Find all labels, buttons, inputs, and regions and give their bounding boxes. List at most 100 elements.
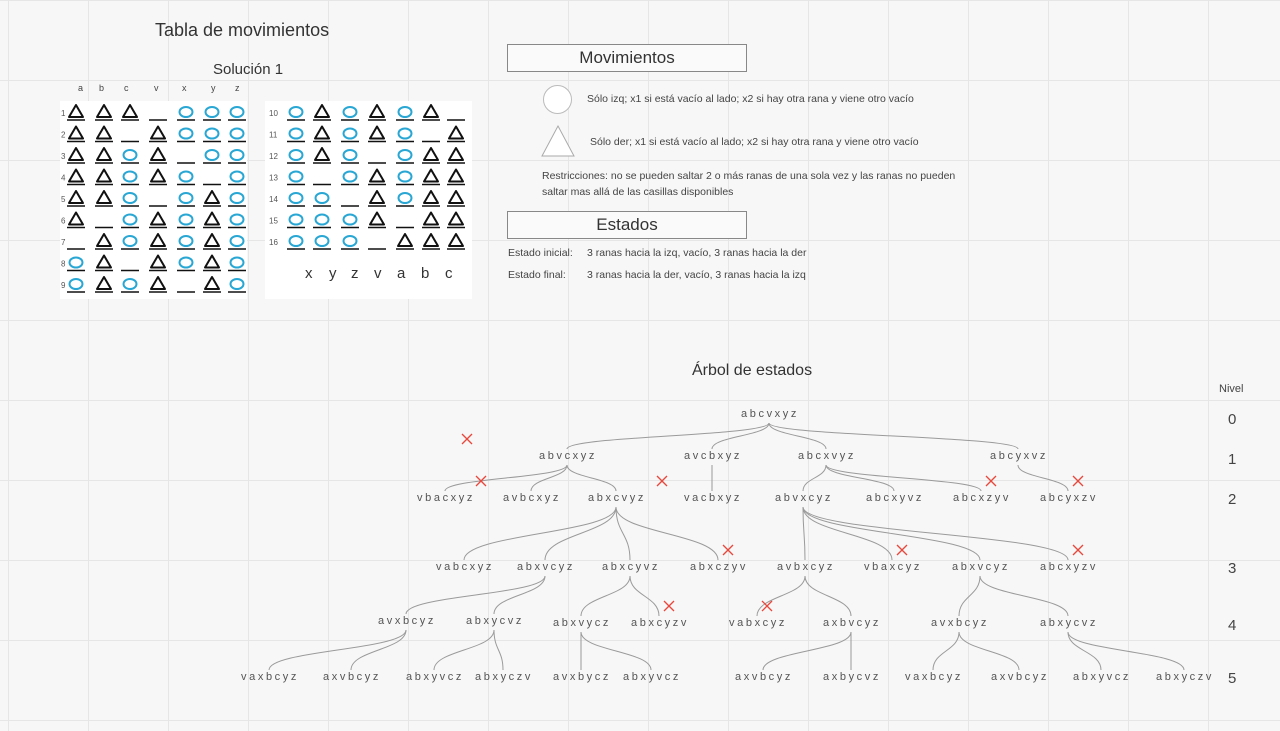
bottom-label: v xyxy=(374,265,382,282)
tree-edge xyxy=(825,464,895,492)
frog-right-triangle xyxy=(423,211,439,226)
tree-edge xyxy=(979,575,1069,617)
frog-left-circle xyxy=(122,278,138,290)
dead-end-mark xyxy=(1072,544,1084,556)
tabla-title: Tabla de movimientos xyxy=(155,20,330,40)
nivel-label: Nivel xyxy=(1219,383,1244,395)
solution-panel-right xyxy=(265,101,472,299)
tree-edge xyxy=(615,506,631,561)
tree-edge xyxy=(1067,631,1185,671)
tree-node: vbacxyz xyxy=(417,492,475,504)
frog-left-circle xyxy=(229,170,245,183)
tree-edge xyxy=(711,422,770,450)
frog-right-triangle xyxy=(204,276,220,290)
frog-right-triangle xyxy=(68,104,84,118)
tree-node: abxvcyz xyxy=(952,561,1010,573)
dead-end-mark xyxy=(656,475,668,487)
dead-end-mark xyxy=(722,544,734,556)
frog-right-triangle xyxy=(448,190,464,204)
frog-right-triangle xyxy=(68,211,84,226)
level-number: 5 xyxy=(1228,670,1237,687)
frog-left-circle xyxy=(204,127,220,140)
frog-left-circle xyxy=(288,235,304,247)
frog-right-triangle xyxy=(448,168,464,183)
tree-edge xyxy=(566,422,770,450)
tree-edge xyxy=(566,464,617,492)
tree-edge xyxy=(530,464,568,492)
frog-left-circle xyxy=(68,256,84,269)
frog-left-circle xyxy=(342,149,358,161)
frog-right-triangle xyxy=(204,190,220,204)
tree-edge xyxy=(804,575,852,617)
tree-node: abxczyv xyxy=(690,561,748,573)
triangle-icon xyxy=(541,124,575,157)
column-header: x xyxy=(182,83,187,93)
tree-node: vaxbcyz xyxy=(241,671,299,683)
bottom-label: a xyxy=(397,265,406,282)
tree-node: vaxbcyz xyxy=(905,671,963,683)
frog-right-triangle xyxy=(423,168,439,183)
row-number: 12 xyxy=(269,152,278,161)
tree-edge xyxy=(958,575,981,617)
tree-node: abcxvyz xyxy=(798,450,856,462)
frog-right-triangle xyxy=(68,190,84,204)
tree-node: abcvxyz xyxy=(741,408,799,420)
tree-node: abxvcyz xyxy=(517,561,575,573)
row-number: 11 xyxy=(269,131,278,140)
dead-end-mark xyxy=(985,475,997,487)
frog-left-circle xyxy=(314,235,330,247)
frog-right-triangle xyxy=(150,211,166,226)
tree-node: avcbxyz xyxy=(684,450,742,462)
tree-edge xyxy=(444,464,568,492)
tree-node: abcxyvz xyxy=(866,492,924,504)
row-number: 1 xyxy=(61,109,66,118)
tree-node: abcxzyv xyxy=(953,492,1011,504)
tree-node: abcyxzv xyxy=(1040,492,1098,504)
frog-left-circle xyxy=(288,170,304,183)
bottom-label: z xyxy=(351,265,359,282)
tree-edge xyxy=(580,575,631,617)
frog-right-triangle xyxy=(204,254,220,269)
tree-node: avxbycz xyxy=(553,671,611,683)
tree-node: abxcyzv xyxy=(631,617,689,629)
frog-left-circle xyxy=(288,192,304,204)
tree-edge xyxy=(802,506,806,561)
frog-right-triangle xyxy=(314,125,330,140)
tree-edge xyxy=(433,629,495,671)
frog-left-circle xyxy=(178,235,194,247)
frog-right-triangle xyxy=(448,125,464,140)
movimientos-header: Movimientos xyxy=(507,44,747,72)
row-number: 14 xyxy=(269,195,278,204)
tree-node: axbvcyz xyxy=(823,617,881,629)
row-number: 15 xyxy=(269,217,278,226)
tree-edge xyxy=(802,506,1069,561)
tree-edge xyxy=(756,575,806,617)
bottom-labels: x y z v a b c xyxy=(300,265,470,283)
row-number: 8 xyxy=(61,260,66,269)
column-header: c xyxy=(124,83,129,93)
level-number: 1 xyxy=(1228,451,1237,468)
circle-rule: Sólo izq; x1 si está vacío al lado; x2 s… xyxy=(587,93,914,105)
frog-right-triangle xyxy=(314,104,330,118)
tree-node: abcxyzv xyxy=(1040,561,1098,573)
bottom-label: x xyxy=(305,265,313,282)
frog-left-circle xyxy=(122,213,138,226)
frog-right-triangle xyxy=(369,190,385,204)
tree-node: abxyvcz xyxy=(1073,671,1131,683)
dead-end-mark xyxy=(761,600,773,612)
column-header: z xyxy=(235,83,240,93)
tree-edge xyxy=(544,506,617,561)
frog-left-circle xyxy=(342,213,358,226)
tree-edge xyxy=(493,629,504,671)
tree-edge xyxy=(463,506,617,561)
frog-right-triangle xyxy=(150,125,166,140)
tree-edge xyxy=(629,575,660,617)
frog-right-triangle xyxy=(150,254,166,269)
tree-edge xyxy=(350,629,407,671)
frog-left-circle xyxy=(229,192,245,204)
circle-icon xyxy=(543,85,572,114)
column-header: y xyxy=(211,83,216,93)
row-number: 2 xyxy=(61,131,66,140)
